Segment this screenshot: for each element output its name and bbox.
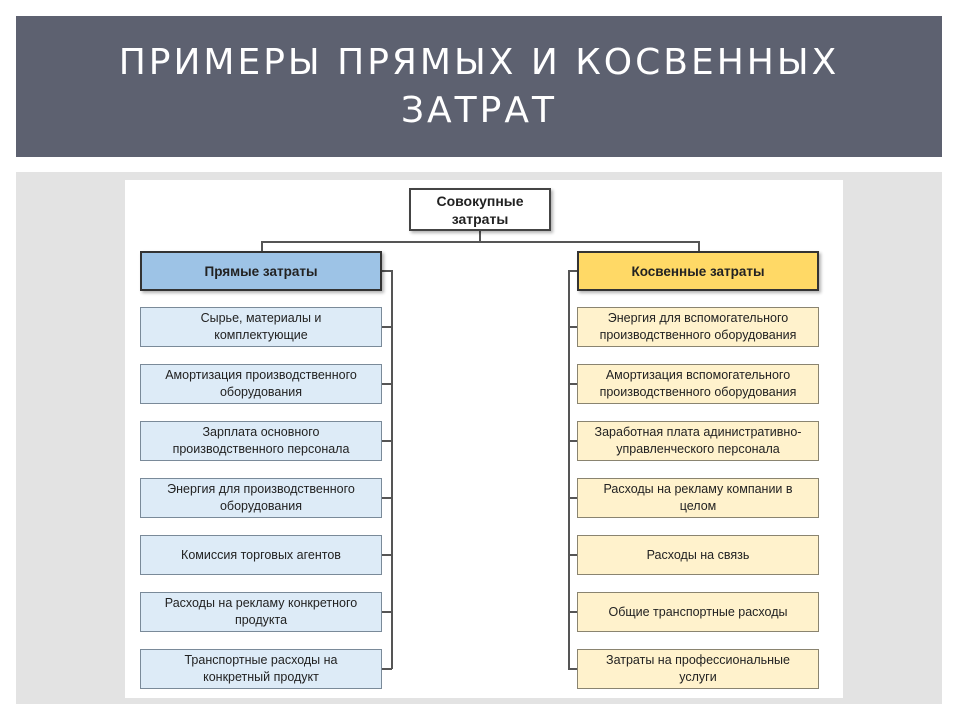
indirect-tick (568, 497, 578, 499)
direct-cost-item-label: Комиссия торговых агентов (181, 547, 341, 562)
indirect-tick (568, 668, 578, 670)
indirect-cost-item-label: Затраты на профессиональные услуги (606, 653, 790, 684)
indirect-cost-item-label: Общие транспортные расходы (608, 604, 788, 619)
direct-spine-top (382, 270, 392, 272)
indirect-costs-heading: Косвенные затраты (577, 251, 819, 291)
direct-branch-drop (261, 241, 263, 251)
direct-costs-label: Прямые затраты (204, 263, 318, 279)
indirect-cost-item: Заработная плата адинистративно- управле… (577, 421, 819, 461)
direct-cost-item-label: Амортизация производственного оборудован… (165, 368, 357, 399)
root-connector (479, 231, 481, 242)
indirect-costs-label: Косвенные затраты (631, 263, 765, 279)
direct-cost-item: Расходы на рекламу конкретного продукта (140, 592, 382, 632)
direct-tick (382, 611, 392, 613)
direct-tick (382, 668, 392, 670)
indirect-spine (568, 270, 570, 669)
direct-cost-item: Сырье, материалы и комплектующие (140, 307, 382, 347)
indirect-tick (568, 611, 578, 613)
indirect-cost-item: Затраты на профессиональные услуги (577, 649, 819, 689)
total-costs-label: Совокупные затраты (436, 192, 524, 227)
indirect-cost-item: Общие транспортные расходы (577, 592, 819, 632)
indirect-cost-item-label: Расходы на рекламу компании в целом (603, 482, 793, 513)
indirect-cost-item-label: Расходы на связь (646, 547, 750, 562)
direct-cost-item-label: Энергия для производственного оборудован… (167, 482, 355, 513)
direct-cost-item: Энергия для производственного оборудован… (140, 478, 382, 518)
direct-cost-item-label: Зарплата основного производственного пер… (172, 425, 350, 456)
direct-tick (382, 383, 392, 385)
indirect-cost-item: Амортизация вспомогательного производств… (577, 364, 819, 404)
direct-tick (382, 440, 392, 442)
direct-cost-item: Зарплата основного производственного пер… (140, 421, 382, 461)
direct-tick (382, 554, 392, 556)
indirect-spine-top (568, 270, 578, 272)
indirect-cost-item: Расходы на связь (577, 535, 819, 575)
total-costs-box: Совокупные затраты (409, 188, 551, 231)
direct-tick (382, 497, 392, 499)
cost-diagram: Совокупные затраты Прямые затраты Косвен… (125, 180, 843, 698)
direct-cost-item-label: Расходы на рекламу конкретного продукта (164, 596, 358, 627)
direct-cost-item-label: Транспортные расходы на конкретный проду… (184, 653, 338, 684)
direct-spine (391, 270, 393, 669)
direct-cost-item-label: Сырье, материалы и комплектующие (200, 311, 322, 342)
slide-title-bar: ПРИМЕРЫ ПРЯМЫХ И КОСВЕННЫХ ЗАТРАТ (16, 16, 942, 157)
indirect-cost-item-label: Энергия для вспомогательного производств… (599, 311, 797, 342)
direct-costs-heading: Прямые затраты (140, 251, 382, 291)
branch-connector (261, 241, 699, 243)
indirect-cost-item-label: Заработная плата адинистративно- управле… (594, 425, 802, 456)
indirect-cost-item: Расходы на рекламу компании в целом (577, 478, 819, 518)
direct-cost-item: Транспортные расходы на конкретный проду… (140, 649, 382, 689)
direct-cost-item: Амортизация производственного оборудован… (140, 364, 382, 404)
slide-title: ПРИМЕРЫ ПРЯМЫХ И КОСВЕННЫХ ЗАТРАТ (118, 41, 840, 131)
indirect-tick (568, 383, 578, 385)
indirect-tick (568, 326, 578, 328)
direct-cost-item: Комиссия торговых агентов (140, 535, 382, 575)
indirect-cost-item-label: Амортизация вспомогательного производств… (599, 368, 797, 399)
direct-tick (382, 326, 392, 328)
indirect-cost-item: Энергия для вспомогательного производств… (577, 307, 819, 347)
indirect-tick (568, 554, 578, 556)
indirect-branch-drop (698, 241, 700, 251)
indirect-tick (568, 440, 578, 442)
